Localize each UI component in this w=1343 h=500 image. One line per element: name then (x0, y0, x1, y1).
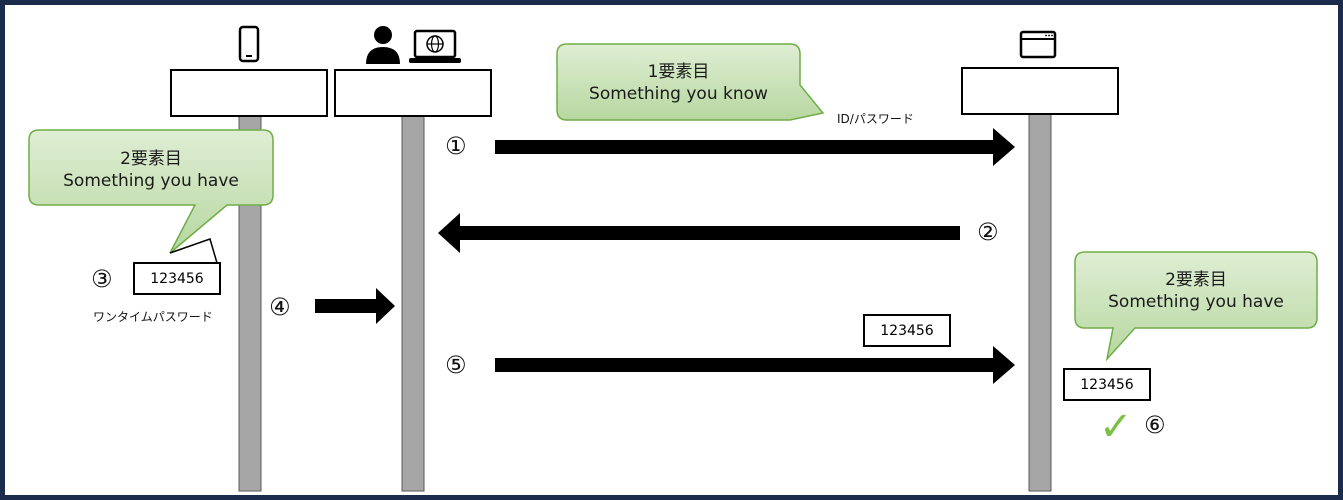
bubble-factor1-line2: Something you know (589, 84, 768, 104)
arrow-step1 (495, 128, 1015, 166)
bubble-factor1-line1: 1要素目 (647, 62, 710, 82)
bubble-factor1-shape (556, 43, 825, 121)
bubble-factor2-right-line2: Something you have (1108, 292, 1284, 312)
browser-window-icon (1019, 30, 1057, 59)
arrow-step5 (495, 346, 1015, 384)
step-4-number: ④ (269, 293, 291, 321)
bubble-factor2-right: 2要素目 Something you have (1075, 269, 1317, 313)
participant-box-phone (170, 69, 328, 117)
one-time-password-label: ワンタイムパスワード (93, 310, 213, 324)
smartphone-icon (238, 25, 260, 63)
check-mark-icon: ✓ (1099, 404, 1133, 450)
bubble-factor2-left-shape (28, 129, 274, 254)
bubble-factor2-left-line2: Something you have (63, 171, 239, 191)
step-6-number: ⑥ (1144, 411, 1166, 439)
server-otp-code: 123456 (1063, 368, 1151, 401)
diagram-graphics (28, 25, 1318, 492)
lifeline-server (1028, 112, 1052, 492)
phone-otp-code: 123456 (133, 262, 221, 295)
lifeline-user (401, 112, 425, 492)
bubble-factor2-right-shape (1074, 251, 1318, 362)
participant-box-server (961, 67, 1119, 115)
participant-box-user (334, 69, 492, 117)
bubble-factor2-left-line1: 2要素目 (120, 149, 182, 169)
step-5-number: ⑤ (445, 351, 467, 379)
step-1-number: ① (445, 132, 467, 160)
bubble-factor2-right-line1: 2要素目 (1165, 270, 1227, 290)
bubble-factor1: 1要素目 Something you know (557, 61, 800, 105)
step-3-number: ③ (91, 265, 113, 293)
bubble-factor2-left: 2要素目 Something you have (29, 148, 273, 192)
arrow-step2 (438, 213, 960, 253)
arrow-step4 (315, 288, 395, 324)
laptop-globe-icon (409, 29, 461, 63)
sent-otp-code: 123456 (863, 314, 951, 347)
step-2-number: ② (977, 218, 999, 246)
user-icon (366, 26, 400, 64)
id-password-label: ID/パスワード (837, 112, 914, 126)
